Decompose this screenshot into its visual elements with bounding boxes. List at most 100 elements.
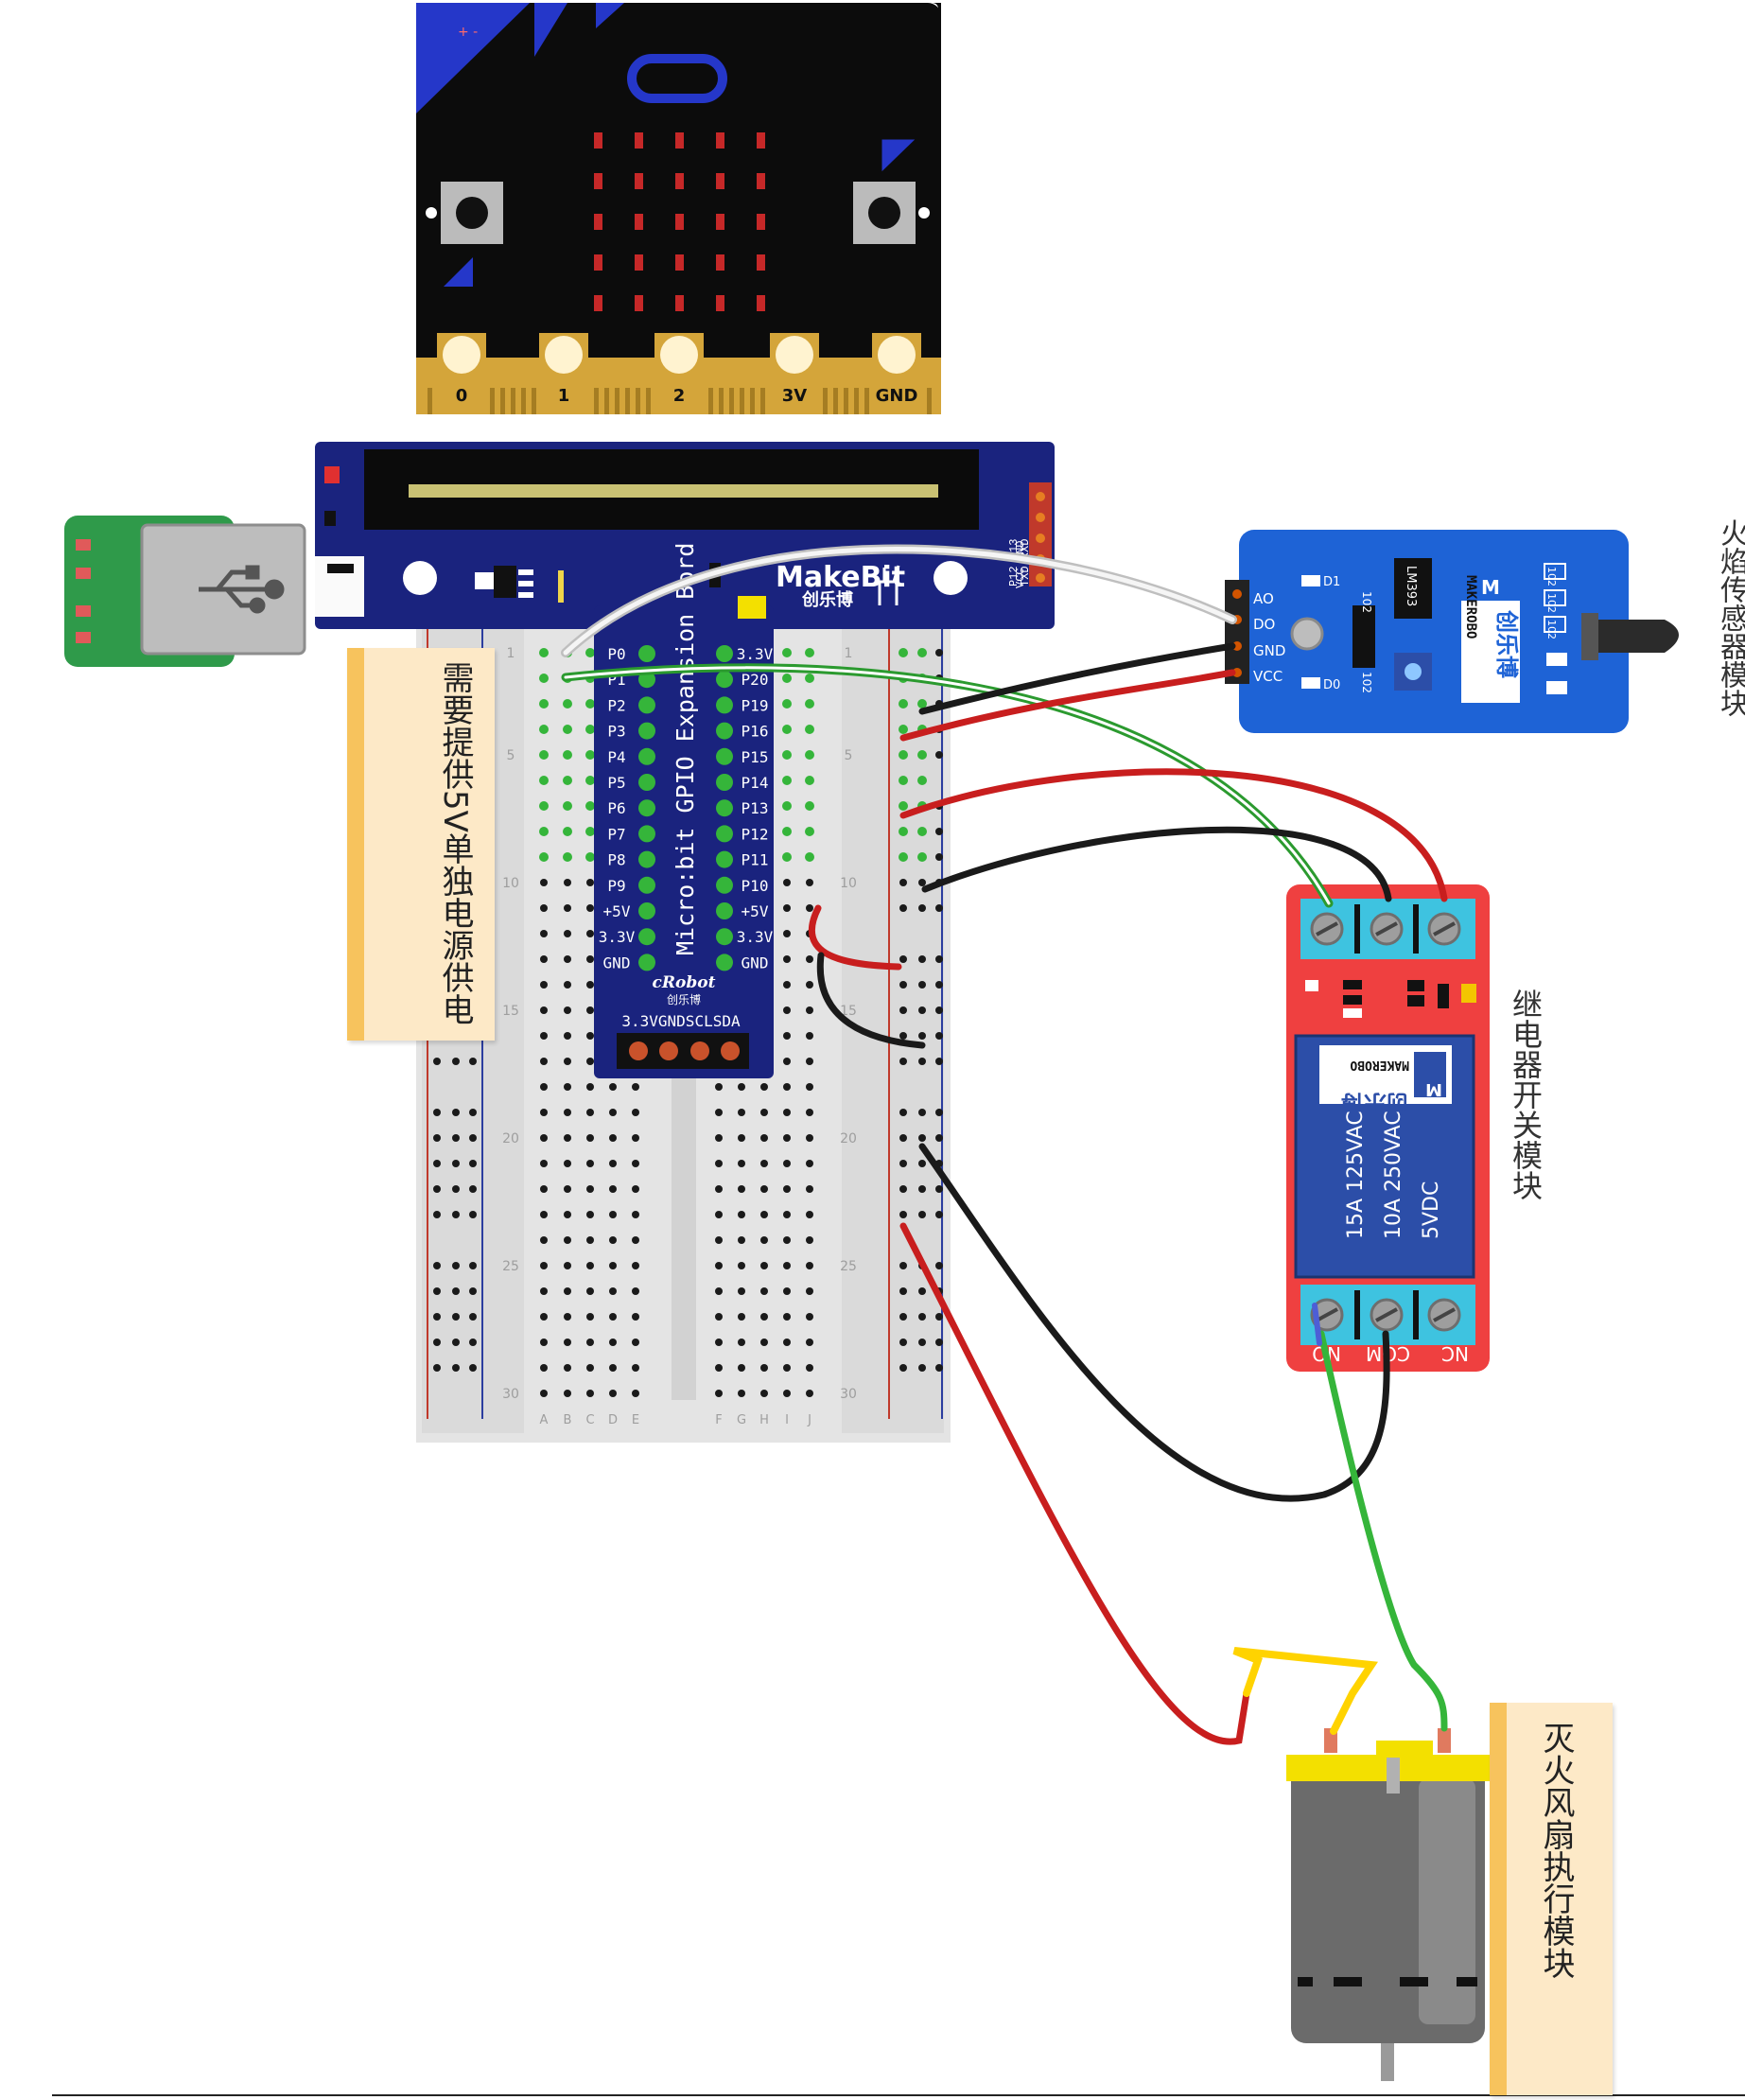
breadboard-hole <box>935 649 943 656</box>
breadboard-hole <box>806 955 813 963</box>
side-pin-label: VCC GND <box>1014 541 1027 588</box>
brand-makebit: MakeBit <box>776 561 905 594</box>
breadboard-hole <box>935 828 943 835</box>
usb-connector <box>64 516 306 667</box>
breadboard-hole <box>433 1211 441 1218</box>
led <box>635 173 643 189</box>
led-d1 <box>1301 575 1320 586</box>
breadboard-hole <box>452 1339 460 1346</box>
breadboard-hole <box>715 1236 723 1244</box>
breadboard-hole <box>469 1313 477 1321</box>
breadboard-hole <box>586 930 594 937</box>
usb-pad <box>76 539 91 551</box>
gpio-pad <box>638 799 655 817</box>
breadboard-hole <box>433 1364 441 1372</box>
breadboard-hole <box>632 1160 639 1167</box>
usb-symbol-icon <box>199 565 285 614</box>
terminal-divider <box>1354 1290 1360 1339</box>
motor-highlight <box>1419 1778 1475 2024</box>
breadboard-hole <box>469 1058 477 1065</box>
breadboard-hole-connected <box>782 674 792 683</box>
led <box>594 295 602 311</box>
i2c-pin <box>629 1041 648 1060</box>
breadboard-hole <box>918 1339 926 1346</box>
breadboard-hole <box>783 1083 791 1091</box>
led <box>594 254 602 271</box>
lm393-chip <box>1394 558 1432 619</box>
crobot-logo: cRobot <box>653 973 716 992</box>
breadboard-hole <box>918 1313 926 1321</box>
breadboard-hole-connected <box>563 750 572 760</box>
button-b-dot <box>918 207 930 219</box>
wire-red-vcc-sensor <box>899 669 1236 742</box>
breadboard-hole <box>609 1313 617 1321</box>
wire-red-rail <box>809 904 902 971</box>
gpio-pad <box>716 722 733 740</box>
breadboard-hole <box>738 1185 745 1193</box>
breadboard-hole <box>564 981 571 989</box>
breadboard-hole <box>540 1262 548 1269</box>
breadboard-hole <box>540 904 548 912</box>
edge-connector-contacts <box>409 484 938 498</box>
microbit-pin-label: 3V <box>782 386 808 406</box>
breadboard-hole-connected <box>563 776 572 785</box>
breadboard-hole <box>918 1287 926 1295</box>
gpio-pad <box>638 722 655 740</box>
wire-green-no <box>1317 1330 1448 1732</box>
led <box>716 214 724 230</box>
edge-stripe <box>740 388 744 414</box>
edge-stripe <box>719 388 724 414</box>
breadboard-hole <box>806 1032 813 1040</box>
breadboard-hole <box>586 1006 594 1014</box>
breadboard-hole <box>540 1083 548 1091</box>
breadboard-hole <box>469 1262 477 1269</box>
edge-stripe <box>521 388 526 414</box>
breadboard-hole <box>586 1236 594 1244</box>
breadboard-hole <box>586 1390 594 1397</box>
gpio-left-label: P7 <box>607 825 625 843</box>
gpio-right-label: P14 <box>742 774 769 792</box>
breadboard-hole <box>540 1390 548 1397</box>
breadboard-hole <box>609 1390 617 1397</box>
breadboard-hole <box>586 879 594 886</box>
breadboard-hole-connected <box>539 750 549 760</box>
breadboard-hole <box>433 1262 441 1269</box>
breadboard-hole <box>899 1287 907 1295</box>
breadboard-hole <box>783 955 791 963</box>
brand-cn: 创乐博 <box>801 589 853 610</box>
breadboard-hole <box>540 1058 548 1065</box>
microbit-pin-label: 2 <box>673 386 686 406</box>
breadboard-hole <box>452 1262 460 1269</box>
breadboard-hole-connected <box>805 699 814 709</box>
gpio-left-label: P5 <box>607 774 625 792</box>
breadboard-hole <box>433 1287 441 1295</box>
breadboard-hole <box>715 1160 723 1167</box>
breadboard-hole <box>564 1134 571 1142</box>
gpio-right-label: P20 <box>742 671 769 689</box>
breadboard-hole <box>433 1160 441 1167</box>
breadboard-hole <box>783 1032 791 1040</box>
column-letter: D <box>608 1413 618 1427</box>
led <box>716 295 724 311</box>
edge-stripe <box>428 388 432 414</box>
breadboard-hole <box>760 1313 768 1321</box>
gpio-pad <box>638 850 655 868</box>
breadboard-hole <box>738 1160 745 1167</box>
gpio-pad <box>716 954 733 971</box>
breadboard-hole <box>540 1185 548 1193</box>
column-letter: F <box>715 1413 722 1427</box>
led <box>716 254 724 271</box>
edge-stripe <box>833 388 838 414</box>
breadboard-hole-connected <box>585 699 595 709</box>
breadboard-hole <box>540 1109 548 1116</box>
breadboard-hole <box>564 1058 571 1065</box>
breadboard-hole <box>783 1287 791 1295</box>
breadboard-hole <box>586 981 594 989</box>
breadboard-hole <box>452 1134 460 1142</box>
cap <box>558 570 564 603</box>
screw-slot <box>1433 1307 1456 1322</box>
pin-vcc: VCC <box>1253 668 1283 685</box>
column-letter: B <box>564 1413 572 1427</box>
breadboard-hole <box>935 981 943 989</box>
